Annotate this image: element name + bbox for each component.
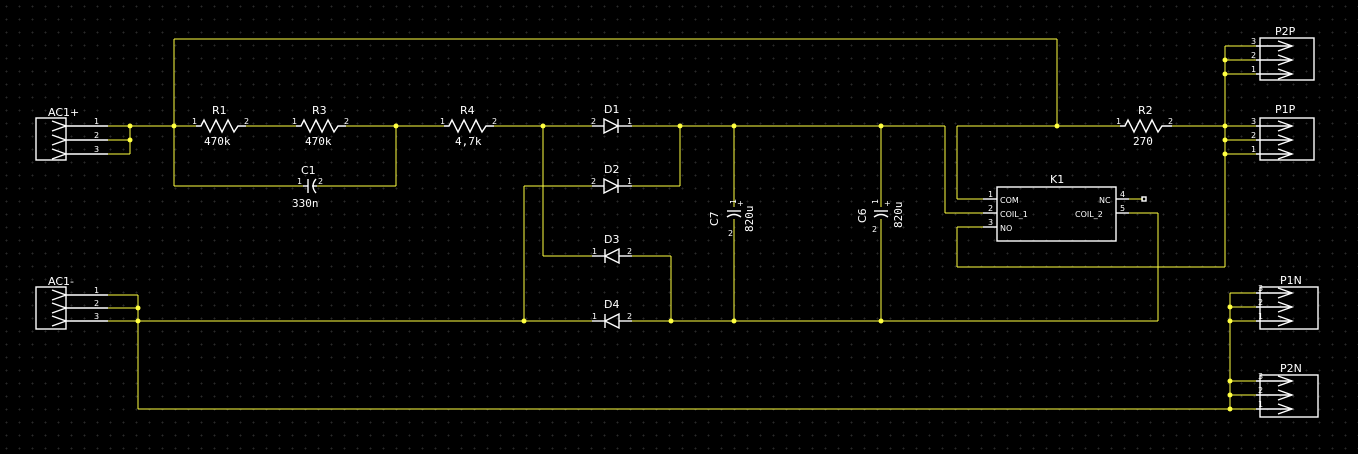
pin-number: 2 <box>492 117 497 126</box>
pin-number: 1 <box>292 117 297 126</box>
pin-number: 3 <box>94 312 99 321</box>
connector-ac1-plus[interactable]: AC1+ 1 2 3 <box>35 106 108 161</box>
pin-number: 1 <box>592 312 597 321</box>
pin-number: 2 <box>94 299 99 308</box>
pin-number: 2 <box>872 225 877 234</box>
resistor-ref: R4 <box>460 104 475 117</box>
pin-number: 4 <box>1120 190 1125 199</box>
connector-p2p[interactable]: P2P 3 2 1 <box>1251 25 1315 81</box>
polarity-mark: + <box>737 199 744 208</box>
relay-ref: K1 <box>1050 173 1064 186</box>
pin-number: 2 <box>1251 131 1256 140</box>
capacitor-c6[interactable]: + 1 2 C6 820u <box>856 199 905 234</box>
pin-number: 1 <box>1251 65 1256 74</box>
resistor-value: 270 <box>1133 135 1153 148</box>
pin-number: 2 <box>728 229 733 238</box>
capacitor-value: 820u <box>892 202 905 229</box>
pin-number: 1 <box>192 117 197 126</box>
relay-pin-label: NC <box>1099 196 1111 205</box>
capacitor-ref: C6 <box>856 208 869 223</box>
pin-number: 1 <box>1258 312 1263 321</box>
connector-ref: P2N <box>1280 362 1302 375</box>
pin-number: 3 <box>1251 117 1256 126</box>
resistor-r4[interactable]: R4 1 2 4,7k <box>440 104 497 148</box>
diode-ref: D2 <box>604 163 619 176</box>
pin-number: 1 <box>1251 145 1256 154</box>
pin-number: 1 <box>627 117 632 126</box>
connector-p2n[interactable]: P2N 3 2 1 <box>1256 362 1319 418</box>
pin-number: 1 <box>592 247 597 256</box>
diode-d1[interactable]: D1 2 1 <box>591 103 632 135</box>
resistor-value: 470k <box>305 135 332 148</box>
pin-number: 2 <box>94 131 99 140</box>
pin-number: 2 <box>1251 51 1256 60</box>
pin-number: 2 <box>627 247 632 256</box>
pin-number: 2 <box>344 117 349 126</box>
resistor-r3[interactable]: R3 1 2 470k <box>292 104 349 148</box>
pin-number: 3 <box>988 218 993 227</box>
resistor-ref: R2 <box>1138 104 1153 117</box>
connector-ref: AC1+ <box>48 106 79 119</box>
capacitor-value: 820u <box>743 206 756 233</box>
polarity-mark: + <box>884 199 891 208</box>
relay-k1[interactable]: K1 1 2 3 COM COIL_1 NO 4 5 NC COIL_2 <box>983 173 1147 242</box>
resistor-ref: R3 <box>312 104 327 117</box>
capacitor-ref: C7 <box>708 211 721 226</box>
pin-number: 2 <box>1168 117 1173 126</box>
pin-number: 1 <box>94 117 99 126</box>
diode-ref: D1 <box>604 103 619 116</box>
wires <box>108 38 1256 410</box>
pin-number: 1 <box>440 117 445 126</box>
pin-number: 2 <box>591 117 596 126</box>
pin-number: 5 <box>1120 204 1125 213</box>
diode-d4[interactable]: D4 1 2 <box>592 298 632 330</box>
pin-number: 1 <box>988 190 993 199</box>
relay-pin-label: NO <box>1000 224 1012 233</box>
pin-number: 1 <box>297 177 302 186</box>
pin-number: 3 <box>94 145 99 154</box>
pin-number: 2 <box>591 177 596 186</box>
connector-p1n[interactable]: P1N 3 2 1 <box>1256 274 1319 330</box>
capacitor-c1[interactable]: C1 1 2 330n <box>292 164 323 210</box>
pin-number: 2 <box>244 117 249 126</box>
capacitor-ref: C1 <box>301 164 316 177</box>
connector-ref: P1N <box>1280 274 1302 287</box>
capacitor-value: 330n <box>292 197 319 210</box>
pin-number: 2 <box>1258 298 1263 307</box>
pin-number: 1 <box>1116 117 1121 126</box>
pin-number: 1 <box>1258 400 1263 409</box>
resistor-ref: R1 <box>212 104 227 117</box>
connector-p1p[interactable]: P1P 3 2 1 <box>1251 103 1315 161</box>
relay-pin-label: COIL_2 <box>1075 210 1103 219</box>
pin-number: 1 <box>871 199 880 204</box>
pin-number: 2 <box>627 312 632 321</box>
pin-number: 3 <box>1258 372 1263 381</box>
relay-pin-label: COM <box>1000 196 1019 205</box>
diode-d2[interactable]: D2 2 1 <box>591 163 632 195</box>
pin-number: 1 <box>627 177 632 186</box>
capacitor-c7[interactable]: + 1 2 C7 820u <box>708 199 756 238</box>
pin-number: 2 <box>318 177 323 186</box>
resistor-value: 470k <box>204 135 231 148</box>
pin-number: 2 <box>1258 386 1263 395</box>
diode-ref: D4 <box>604 298 619 311</box>
pin-number: 2 <box>988 204 993 213</box>
diode-d3[interactable]: D3 1 2 <box>592 233 632 265</box>
junction-dots <box>127 57 1233 412</box>
resistor-r1[interactable]: R1 1 2 470k <box>192 104 249 148</box>
connector-ref: P2P <box>1275 25 1296 38</box>
resistor-r2[interactable]: R2 1 2 270 <box>1116 104 1173 148</box>
pin-number: 1 <box>94 286 99 295</box>
diode-ref: D3 <box>604 233 619 246</box>
pin-number: 3 <box>1251 37 1256 46</box>
pin-number: 1 <box>729 199 738 204</box>
connector-ref: AC1- <box>48 275 74 288</box>
relay-pin-label: COIL_1 <box>1000 210 1028 219</box>
connector-ac1-minus[interactable]: AC1- 1 2 3 <box>35 275 108 330</box>
connector-ref: P1P <box>1275 103 1296 116</box>
pin-number: 3 <box>1258 284 1263 293</box>
resistor-value: 4,7k <box>455 135 482 148</box>
